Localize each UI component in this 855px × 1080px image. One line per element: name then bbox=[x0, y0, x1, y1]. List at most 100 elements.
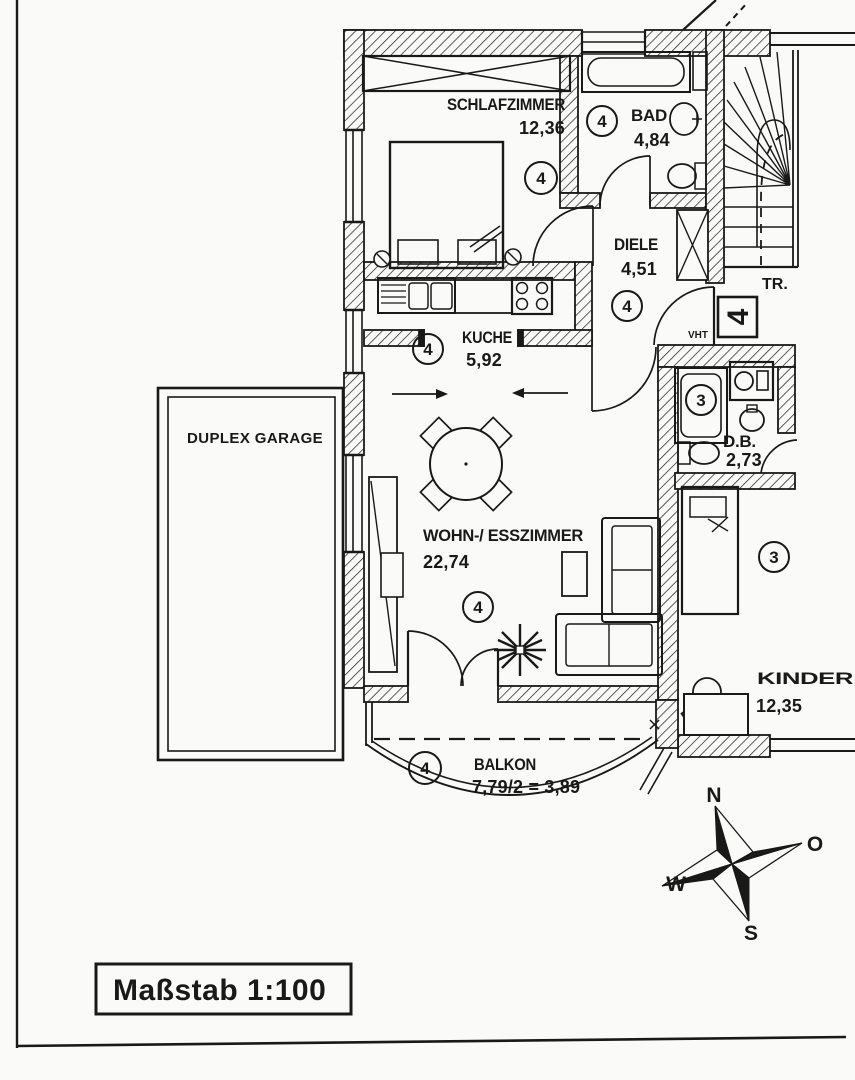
kitchen-fixtures bbox=[377, 276, 568, 399]
doors bbox=[406, 155, 798, 687]
wall-left-1 bbox=[343, 29, 365, 131]
svg-text:3: 3 bbox=[769, 548, 778, 567]
svg-text:4: 4 bbox=[597, 112, 607, 131]
area-diele: 4,51 bbox=[621, 259, 657, 279]
wall-balcony-left bbox=[363, 685, 409, 703]
staircase bbox=[723, 50, 799, 269]
tall-cabinet bbox=[368, 476, 404, 673]
entry-door-sign-number: 4 bbox=[722, 308, 755, 325]
door-bath bbox=[599, 155, 651, 207]
wall-bath-bottom-left bbox=[559, 192, 601, 209]
door-balcony-right bbox=[460, 648, 500, 687]
kitchen-stove bbox=[510, 276, 554, 316]
unit-marker-kueche: 4 bbox=[412, 333, 444, 365]
exterior-building-lines bbox=[682, 0, 855, 46]
label-entry-door: VHT bbox=[688, 330, 708, 341]
door-diele-living bbox=[591, 346, 657, 412]
area-kueche: 5,92 bbox=[466, 350, 502, 370]
wall-db-bottom bbox=[674, 472, 796, 490]
duplex-garage bbox=[156, 386, 345, 762]
svg-text:4: 4 bbox=[536, 169, 546, 188]
side-table bbox=[561, 551, 588, 597]
wall-left-4 bbox=[343, 551, 365, 689]
door-balcony-left bbox=[406, 630, 464, 687]
desk bbox=[683, 693, 749, 736]
door-duschbad bbox=[760, 439, 798, 474]
svg-text:3: 3 bbox=[696, 391, 705, 410]
label-stairs: TR. bbox=[762, 276, 788, 293]
svg-text:4: 4 bbox=[473, 598, 483, 617]
balcony bbox=[365, 702, 673, 796]
svg-text:4: 4 bbox=[420, 759, 430, 778]
duschbad-fixtures bbox=[674, 360, 775, 465]
door-entry bbox=[653, 286, 716, 346]
area-balkon: 7,79/2 = 3,89 bbox=[472, 777, 580, 797]
wall-bath-bottom-right bbox=[649, 192, 707, 209]
db-sink bbox=[739, 404, 765, 432]
wall-top-bedroom bbox=[343, 29, 583, 57]
wall-kinder-bottom bbox=[677, 734, 771, 758]
kitchen-counter bbox=[454, 277, 513, 314]
balcony-parapet-outer bbox=[365, 739, 659, 796]
area-kinderzimmer: 12,35 bbox=[756, 696, 802, 716]
diele-closet bbox=[676, 209, 709, 281]
balcony-parapet-inner bbox=[371, 736, 653, 789]
compass-south-label: S bbox=[744, 922, 758, 945]
unit-marker-diele: 4 bbox=[611, 290, 643, 322]
window-living-2 bbox=[344, 453, 364, 554]
sofa bbox=[555, 517, 663, 676]
pipe-symbol-right bbox=[504, 248, 522, 266]
unit-marker-duschbad: 3 bbox=[685, 384, 717, 416]
label-schlafzimmer: SCHLAFZIMMER bbox=[447, 95, 565, 114]
label-wohn-esszimmer: WOHN-/ ESSZIMMER bbox=[423, 526, 583, 545]
unit-marker-balkon: 4 bbox=[408, 751, 442, 785]
label-kueche: KUCHE bbox=[462, 328, 512, 347]
label-duschbad: D.B. bbox=[723, 432, 756, 451]
wall-balcony-right bbox=[497, 685, 659, 703]
label-diele: DIELE bbox=[614, 235, 658, 254]
unit-marker-bad: 4 bbox=[586, 105, 618, 137]
window-kinderzimmer bbox=[770, 738, 855, 752]
wall-db-right bbox=[777, 366, 796, 434]
label-bad: BAD bbox=[631, 106, 667, 125]
wall-left-3 bbox=[343, 372, 365, 456]
kinder-bed bbox=[680, 485, 740, 616]
area-schlafzimmer: 12,36 bbox=[519, 118, 565, 138]
wall-diele-db bbox=[657, 344, 796, 368]
bed bbox=[388, 140, 505, 270]
compass-rose bbox=[661, 805, 803, 922]
svg-text:4: 4 bbox=[622, 297, 632, 316]
washing-machine bbox=[728, 360, 775, 402]
dining-table bbox=[429, 427, 503, 501]
compass-east-label: O bbox=[807, 833, 823, 856]
bath-shelf bbox=[692, 51, 708, 91]
wardrobe bbox=[361, 54, 572, 93]
bath-fixtures bbox=[581, 51, 708, 190]
opening-arrows bbox=[392, 388, 568, 399]
label-garage: DUPLEX GARAGE bbox=[187, 430, 323, 447]
wall-stairwell bbox=[705, 29, 725, 284]
svg-text:4: 4 bbox=[423, 340, 433, 359]
db-toilet bbox=[677, 441, 720, 465]
label-kinderzimmer: KINDER bbox=[757, 669, 853, 688]
unit-marker-kinderzimmer: 3 bbox=[758, 541, 790, 573]
window-living-1 bbox=[344, 308, 364, 375]
wall-kitchen-stub-right bbox=[517, 329, 593, 347]
area-wohn-esszimmer: 22,74 bbox=[423, 552, 469, 572]
label-balkon: BALKON bbox=[474, 755, 536, 774]
compass-north-label: N bbox=[706, 784, 721, 807]
x-mark bbox=[649, 719, 660, 730]
living-furniture bbox=[368, 416, 663, 676]
area-bad: 4,84 bbox=[634, 130, 670, 150]
entry-door-sign: 4 bbox=[716, 295, 759, 339]
wall-left-2 bbox=[343, 221, 365, 311]
page-border bbox=[15, 0, 847, 1048]
area-duschbad: 2,73 bbox=[726, 450, 762, 470]
bedroom-furniture bbox=[361, 54, 572, 270]
windows bbox=[344, 30, 855, 752]
room-labels: SCHLAFZIMMER 12,36 4 BAD 4,84 4 DIELE 4,… bbox=[187, 95, 853, 797]
kinderzimmer-furniture bbox=[680, 485, 749, 736]
bathtub bbox=[581, 51, 691, 93]
